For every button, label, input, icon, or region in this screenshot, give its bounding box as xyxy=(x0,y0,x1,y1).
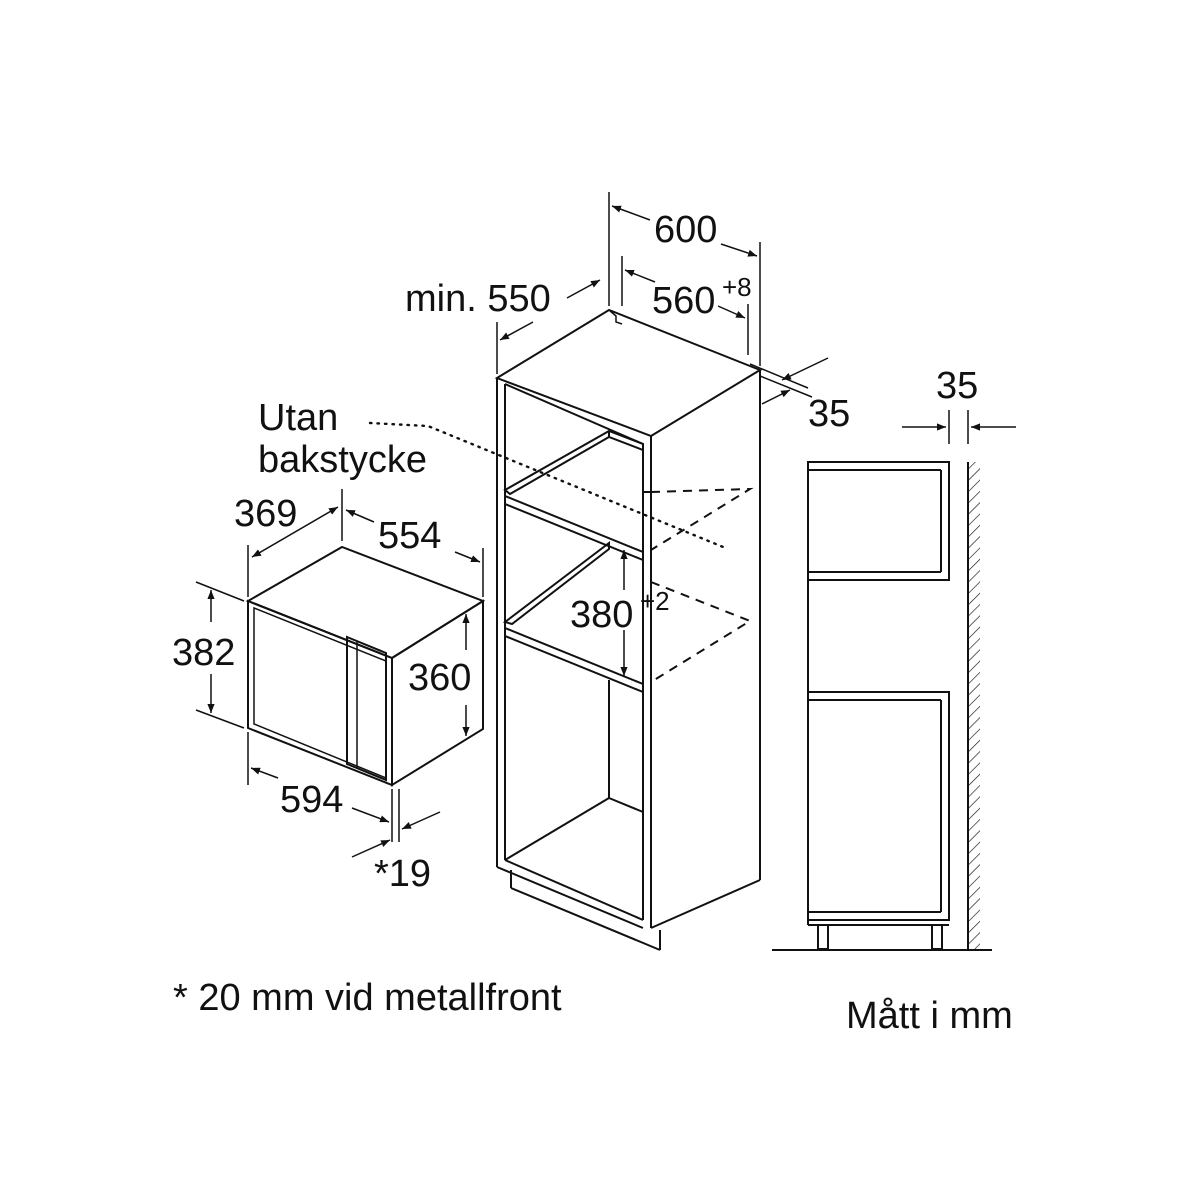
microwave-side xyxy=(391,599,484,787)
label-560: 560 xyxy=(652,280,715,322)
label-594: 594 xyxy=(280,779,343,821)
side-view xyxy=(772,410,1016,951)
units-note: Mått i mm xyxy=(846,995,1013,1037)
microwave-front xyxy=(247,599,393,787)
label-380-tolerance: +2 xyxy=(640,586,670,616)
label-19: *19 xyxy=(374,853,431,895)
label-35-cabinet: 35 xyxy=(808,393,850,435)
shelf-upper xyxy=(503,429,644,496)
cabinet-top xyxy=(494,308,763,438)
label-35-side: 35 xyxy=(936,365,978,407)
cabinet-dimensions xyxy=(496,192,829,676)
microwave-unit xyxy=(245,545,486,787)
microwave-frame xyxy=(253,606,387,780)
microwave-control-panel xyxy=(346,635,387,782)
label-369: 369 xyxy=(234,493,297,535)
label-utan: Utan xyxy=(258,397,338,439)
wall-hatch xyxy=(968,462,980,950)
label-360: 360 xyxy=(408,657,471,699)
microwave-dimensions xyxy=(195,489,484,858)
label-600: 600 xyxy=(654,209,717,251)
label-bakstycke: bakstycke xyxy=(258,439,427,481)
tall-cabinet xyxy=(494,308,763,951)
label-560-tolerance: +8 xyxy=(722,272,752,302)
label-380: 380 xyxy=(570,594,633,636)
label-554: 554 xyxy=(378,515,441,557)
footnote: * 20 mm vid metallfront xyxy=(173,977,562,1019)
microwave-top xyxy=(245,545,486,660)
shelf-middle xyxy=(502,540,610,626)
label-382: 382 xyxy=(172,632,235,674)
label-min-550: min. 550 xyxy=(405,278,551,320)
